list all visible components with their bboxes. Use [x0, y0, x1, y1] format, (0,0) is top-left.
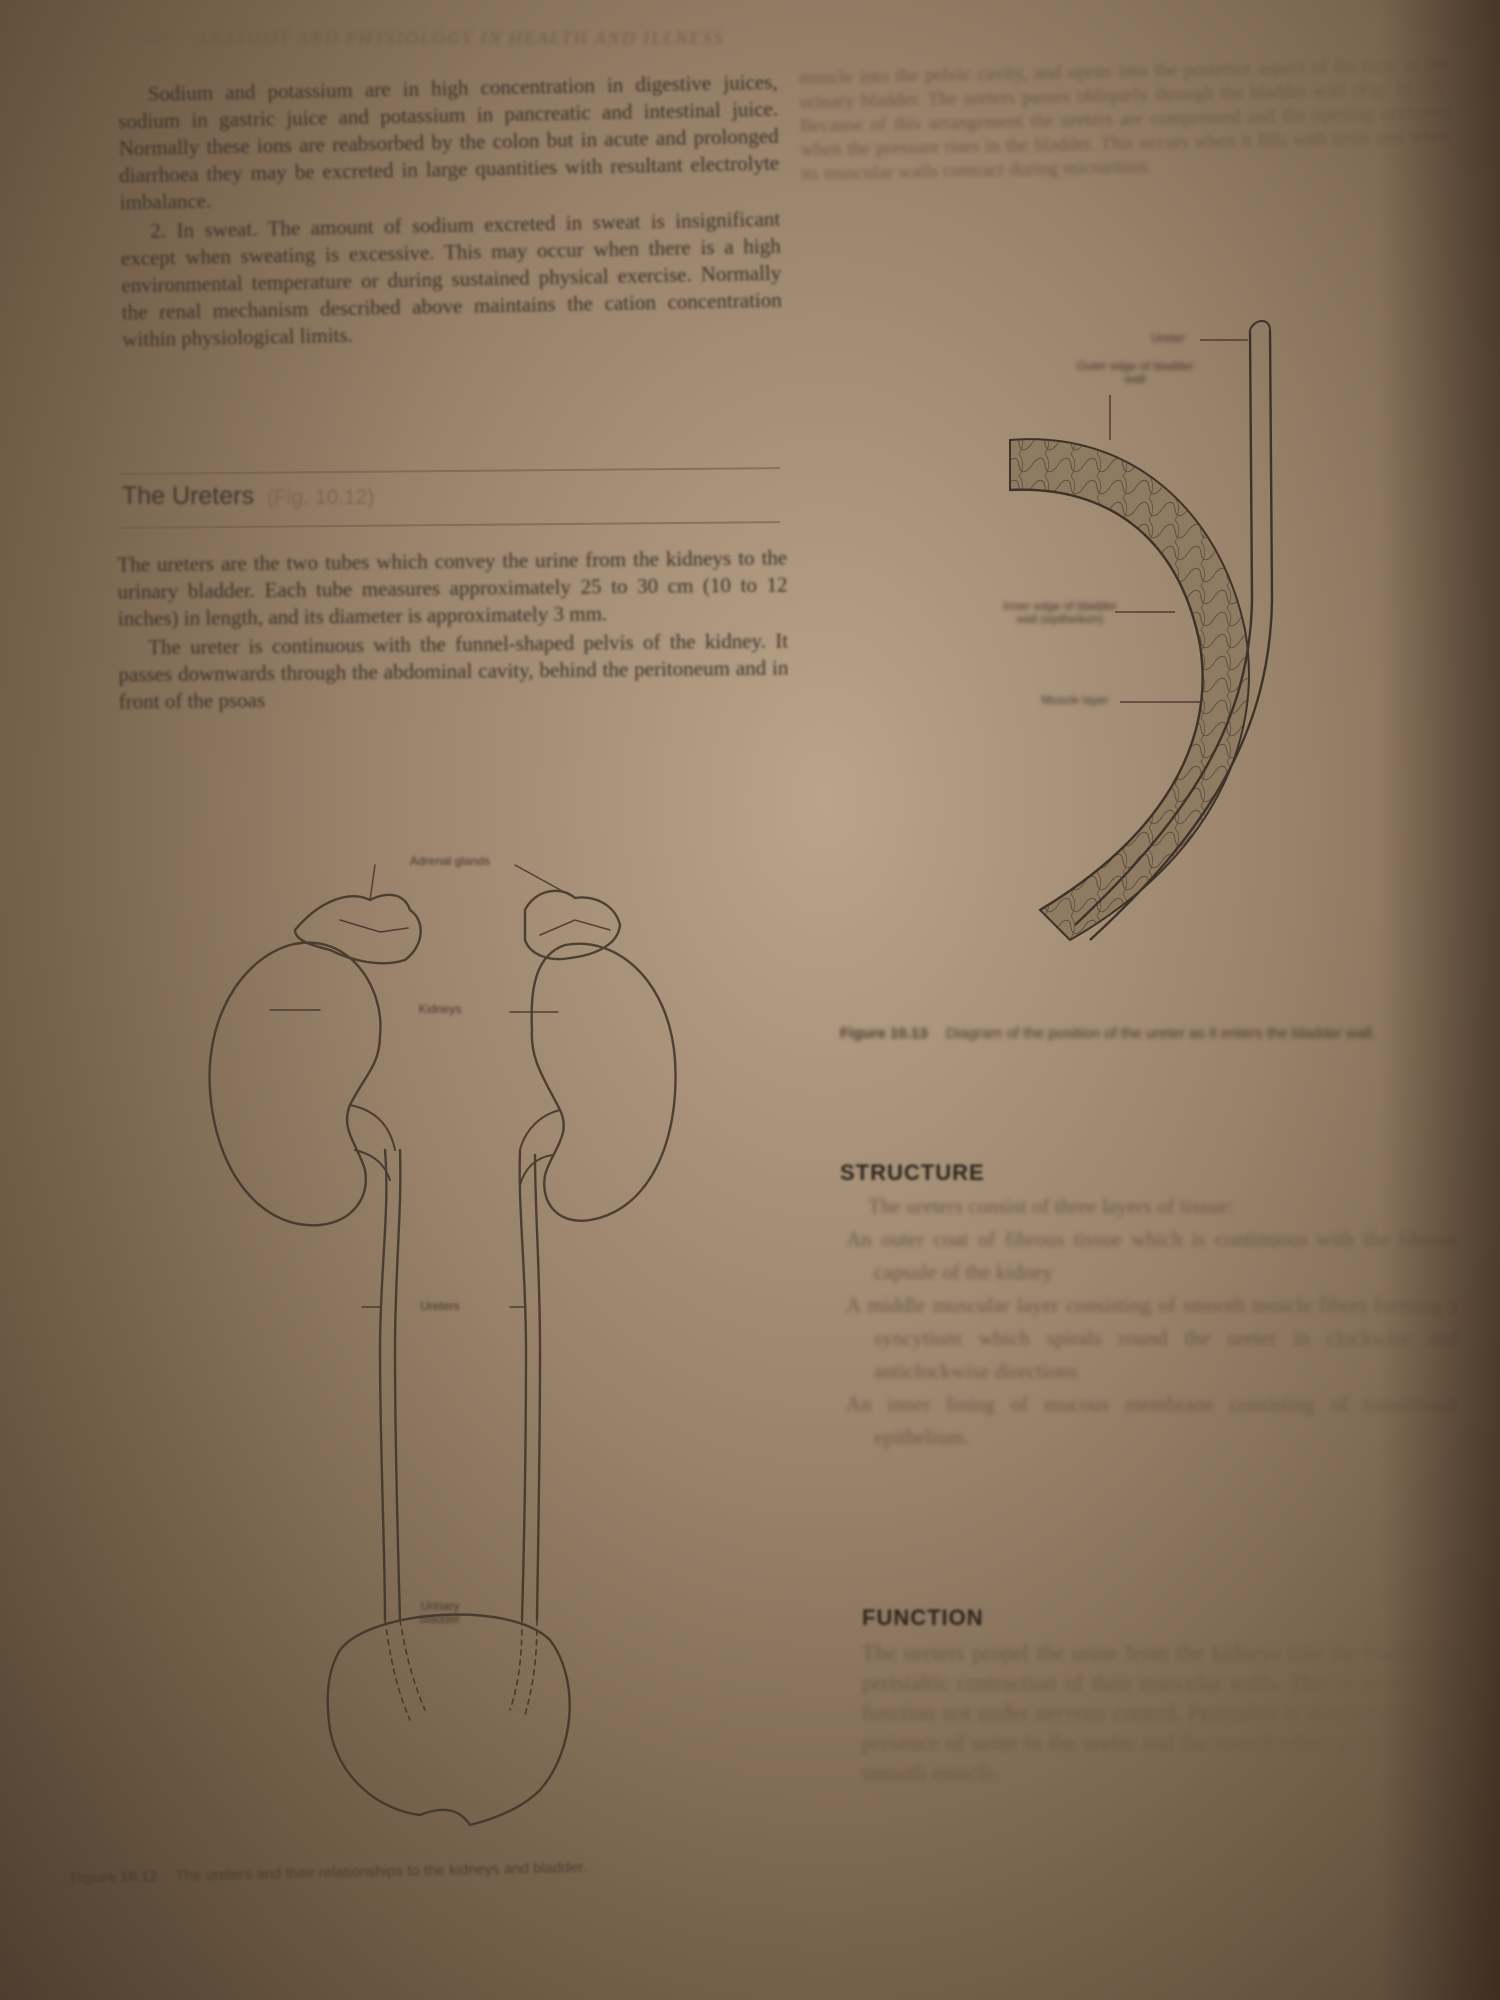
- label-kidneys: Kidneys: [418, 1002, 462, 1016]
- structure-heading: STRUCTURE: [840, 1160, 985, 1185]
- paragraph: The ureters propel the urine from the ki…: [862, 1640, 1462, 1785]
- structure-lead: The ureters consist of three layers of t…: [868, 1194, 1234, 1218]
- label-urinary-bladder: Urinary bladder: [419, 1599, 461, 1626]
- left-kidney: [208, 941, 382, 1227]
- paragraph: 2. In sweat. The amount of sodium excret…: [120, 206, 782, 352]
- right-ureter: [518, 1148, 528, 1622]
- paragraph: The ureters are the two tubes which conv…: [117, 545, 788, 631]
- label-muscle-layer: Muscle layer: [1041, 693, 1109, 707]
- caption-text: Diagram of the position of the ureter as…: [945, 1025, 1376, 1042]
- structure-text: The ureters consist of three layers of t…: [838, 1190, 1458, 1454]
- paragraph: Sodium and potassium are in high concent…: [117, 69, 780, 215]
- urinary-bladder: [326, 1613, 571, 1827]
- right-adrenal-gland: [523, 889, 622, 961]
- figure-10-13-caption: Figure 10.13 Diagram of the position of …: [840, 1025, 1400, 1042]
- running-head: 340 ANATOMY AND PHYSIOLOGY IN HEALTH AND…: [135, 28, 724, 49]
- section-title-text: The Ureters: [122, 482, 254, 510]
- function-heading: FUNCTION: [862, 1605, 984, 1630]
- figure-10-12-diagram: [208, 864, 677, 1827]
- label-ureters: Ureters: [420, 1299, 460, 1313]
- right-top-text: muscle into the pelvic cavity, and opens…: [799, 53, 1451, 189]
- ureters-text: The ureters are the two tubes which conv…: [117, 544, 789, 717]
- structure-item-middle: A middle muscular layer consisting of sm…: [846, 1293, 1458, 1383]
- structure-item-outer: An outer coat of fibrous tissue which is…: [846, 1227, 1458, 1284]
- figure-10-13-diagram: [1009, 320, 1274, 942]
- paragraph: The ureter is continuous with the funnel…: [118, 628, 789, 714]
- running-head-text: ANATOMY AND PHYSIOLOGY IN HEALTH AND ILL…: [196, 28, 725, 48]
- left-intro-text: Sodium and potassium are in high concent…: [117, 69, 782, 356]
- label-outer-edge: Outer edge of bladder wall: [1076, 359, 1194, 386]
- section-rule-top: [120, 467, 780, 475]
- right-kidney: [530, 942, 677, 1222]
- function-text: The ureters propel the urine from the ki…: [862, 1638, 1462, 1790]
- caption-label: Figure 10.12: [69, 1867, 158, 1887]
- left-adrenal-gland: [293, 893, 422, 965]
- section-title: The Ureters (Fig. 10.12): [122, 482, 374, 511]
- section-rule-bottom: [120, 521, 780, 529]
- label-adrenal-glands: Adrenal glands: [409, 854, 491, 868]
- left-ureter: [378, 1148, 388, 1622]
- caption-label: Figure 10.13: [840, 1025, 928, 1042]
- page-edge-shadow: [1380, 0, 1500, 2000]
- label-ureter: Ureter: [1151, 331, 1185, 345]
- page-number: 340: [135, 28, 168, 48]
- ureter-through-wall: [1089, 329, 1274, 941]
- label-inner-edge: Inner edge of bladder wall (epithelium): [1002, 599, 1118, 626]
- paragraph: muscle into the pelvic cavity, and opens…: [798, 54, 1451, 185]
- structure-item-inner: An inner lining of mucous membrane consi…: [846, 1392, 1458, 1449]
- section-figure-ref: (Fig. 10.12): [266, 486, 375, 509]
